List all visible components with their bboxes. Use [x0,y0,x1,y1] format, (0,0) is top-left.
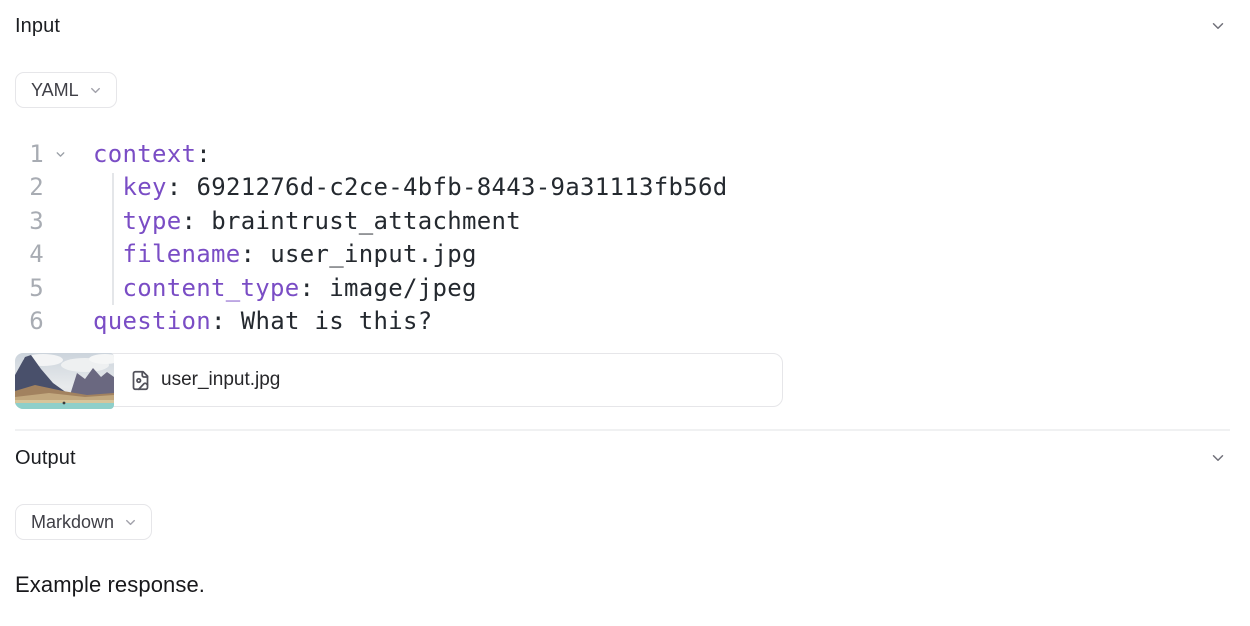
input-section-title: Input [15,14,60,37]
output-collapse-button[interactable] [1206,446,1230,470]
yaml-colon: : [166,173,182,202]
code-line: 2 key:6921276d-c2ce-4bfb-8443-9a31113fb5… [15,171,1230,204]
line-number: 4 [29,240,44,269]
section-divider [15,429,1230,432]
chevron-down-icon [88,83,103,98]
yaml-key: filename [122,240,241,269]
attachment-filename: user_input.jpg [161,369,281,391]
yaml-colon: : [196,140,211,168]
attachment-label-group: user_input.jpg [130,369,280,391]
code-line: 5 content_type: image/jpeg [15,272,1230,305]
chevron-down-icon [1209,17,1227,35]
yaml-key: question [93,307,211,336]
input-section-header: Input [15,14,1230,38]
yaml-value: 6921276d-c2ce-4bfb-8443-9a31113fb56d [196,173,728,202]
line-number: 2 [29,173,44,202]
yaml-code-editor[interactable]: 1 context: 2 key:6921276d-c2ce-4bfb-8443… [15,138,1230,338]
input-format-selector[interactable]: YAML [15,72,117,108]
output-pane: Output Markdown Example response. [0,446,1250,598]
yaml-key: content_type [122,273,300,302]
line-number: 6 [29,307,44,336]
output-response-text: Example response. [15,572,206,598]
format-selector-label: Markdown [31,511,115,532]
yaml-value: user_input.jpg [270,240,477,269]
output-section-header: Output [15,446,1230,470]
attachment-row[interactable]: user_input.jpg [15,353,783,410]
code-line: 3 type: braintrust_attachment [15,205,1230,238]
yaml-colon: : [181,206,197,235]
line-number: 3 [29,206,44,235]
line-number: 1 [29,140,44,168]
code-line: 4 filename: user_input.jpg [15,238,1230,271]
yaml-key: key [122,173,167,202]
yaml-colon: : [299,273,315,302]
fold-chevron-icon[interactable] [48,148,72,161]
attachment-thumbnail[interactable] [15,353,114,410]
yaml-value: image/jpeg [329,273,477,302]
output-section-title: Output [15,446,76,469]
indent-guide [112,173,114,305]
chevron-down-icon [123,515,138,530]
yaml-key: type [122,206,182,235]
file-image-icon [130,370,151,391]
yaml-colon: : [240,240,256,269]
chevron-down-icon [1209,449,1227,467]
code-line: 1 context: [15,138,1230,171]
yaml-value: What is this? [240,307,433,336]
yaml-colon: : [211,307,226,336]
record-detail-pane: Input YAML 1 context: 2 key:6921276d-c2c… [0,14,1250,410]
yaml-key: context [93,140,197,168]
yaml-value: braintrust_attachment [211,206,521,235]
output-format-selector[interactable]: Markdown [15,504,153,541]
code-line: 6 question: What is this? [15,305,1230,338]
line-number: 5 [29,273,44,302]
input-collapse-button[interactable] [1206,14,1230,38]
format-selector-label: YAML [31,79,79,100]
